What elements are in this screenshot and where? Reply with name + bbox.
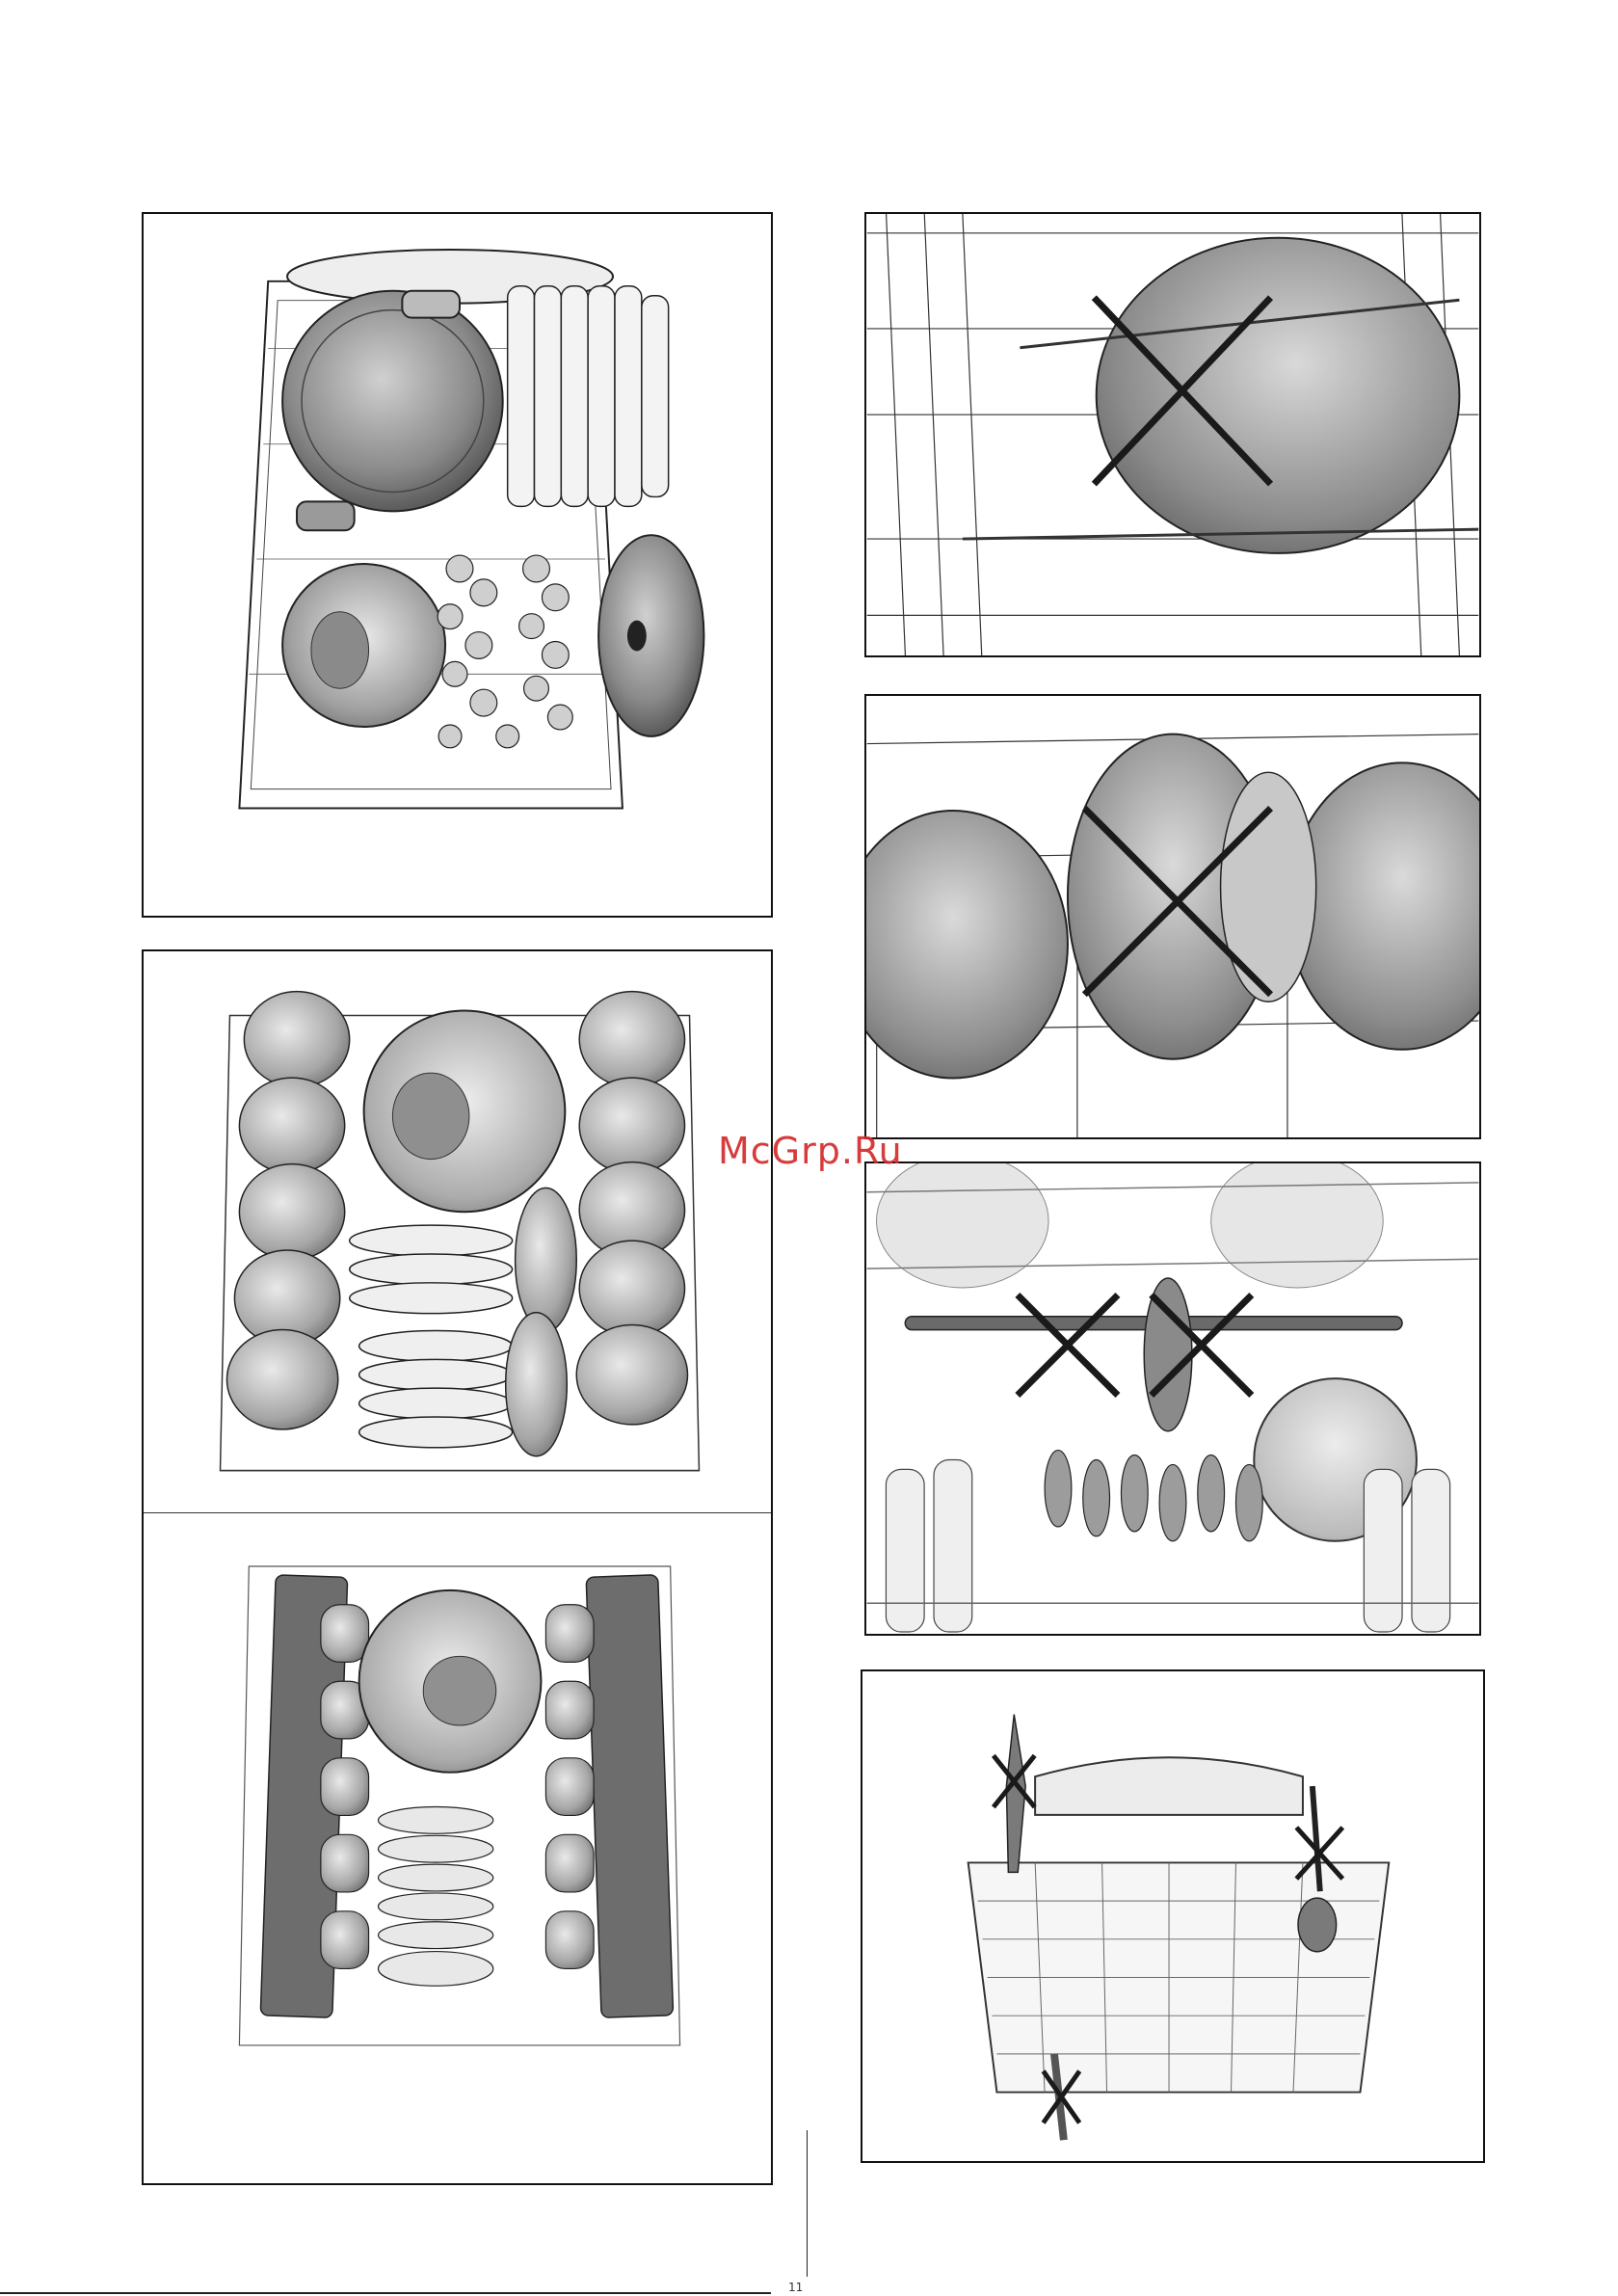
upper-basket-panel [142,949,773,2185]
section-divider [144,1512,771,1513]
cross-mark-icon [1020,1297,1249,1393]
wrong-bowl-stacking-illustration [866,696,1479,1137]
lower-basket-pots-panel [142,212,773,918]
upper-basket-cups-illustration [144,951,771,2183]
lower-basket-pots-illustration [144,214,771,916]
spray-arm-blocked-illustration [866,1163,1479,1634]
page-number: 11 [788,2281,803,2294]
spray-arm-blocked-panel [864,1161,1481,1636]
wrong-bowl-placement-panel [864,212,1481,657]
watermark-text: McGrp.Ru [718,1130,903,1172]
center-rule [807,2130,808,2277]
bottom-rule [0,2292,771,2294]
spoon-icon [1298,1898,1337,1952]
cutlery-basket-panel [861,1669,1485,2163]
cutlery-basket-wrong-illustration [862,1671,1483,2161]
wrong-bowl-placement-illustration [866,214,1479,655]
wrong-bowl-stacking-panel [864,694,1481,1139]
